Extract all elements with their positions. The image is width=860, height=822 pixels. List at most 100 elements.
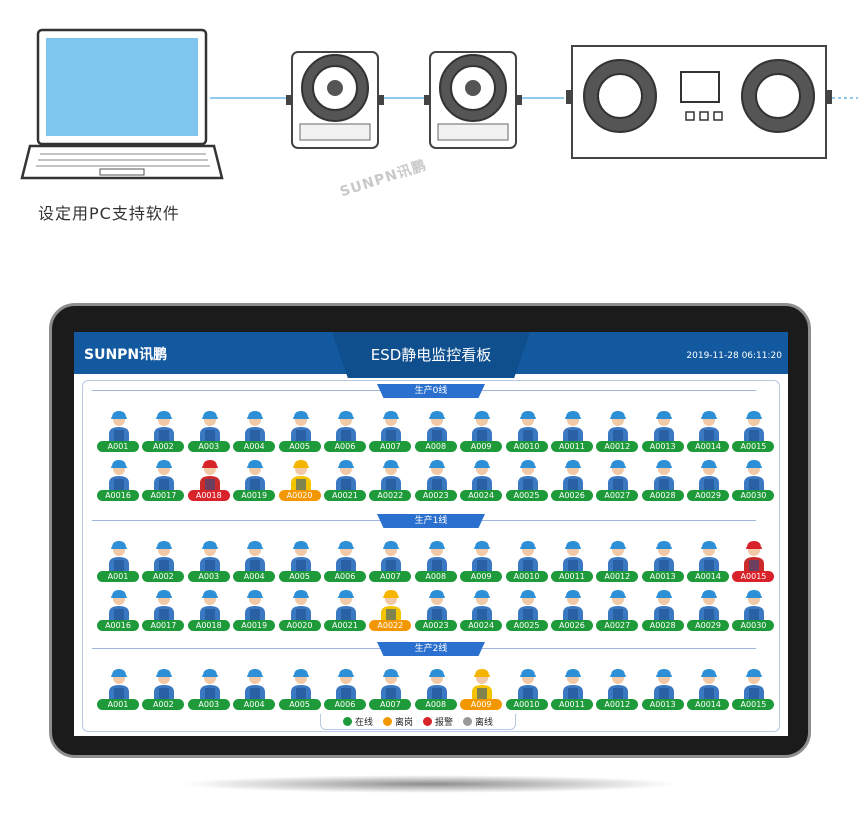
datetime: 2019-11-28 06:11:20 (686, 351, 782, 361)
worker-station[interactable]: A0019 (232, 457, 277, 501)
worker-id-badge: A005 (278, 441, 321, 452)
tablet-device: SUNPN讯鹏 ESD静电监控看板 2019-11-28 06:11:20 生产… (49, 303, 811, 758)
worker-avatar-icon (697, 408, 721, 442)
worker-station[interactable]: A006 (323, 538, 368, 582)
worker-station[interactable]: A0016 (96, 457, 141, 501)
worker-station[interactable]: A0015 (731, 408, 776, 452)
legend: 在线离岗报警离线 (320, 714, 516, 730)
worker-station[interactable]: A005 (278, 666, 323, 710)
worker-station[interactable]: A0028 (641, 457, 686, 501)
worker-id-badge: A0024 (460, 490, 503, 501)
worker-station[interactable]: A006 (323, 408, 368, 452)
worker-id-badge: A005 (278, 699, 321, 710)
worker-station[interactable]: A0027 (595, 457, 640, 501)
worker-id-badge: A0019 (233, 620, 276, 631)
worker-station[interactable]: A006 (323, 666, 368, 710)
worker-station[interactable]: A0012 (595, 666, 640, 710)
worker-station[interactable]: A0027 (595, 587, 640, 631)
worker-station[interactable]: A0021 (323, 457, 368, 501)
worker-station[interactable]: A005 (278, 538, 323, 582)
worker-station[interactable]: A001 (96, 538, 141, 582)
worker-station[interactable]: A0020 (278, 457, 323, 501)
worker-station[interactable]: A0026 (550, 457, 595, 501)
worker-station[interactable]: A0024 (459, 587, 504, 631)
worker-station[interactable]: A0030 (731, 457, 776, 501)
worker-station[interactable]: A002 (141, 538, 186, 582)
worker-station[interactable]: A0015 (731, 538, 776, 582)
worker-station[interactable]: A007 (368, 408, 413, 452)
worker-station[interactable]: A003 (187, 408, 232, 452)
worker-station[interactable]: A005 (278, 408, 323, 452)
worker-station[interactable]: A0014 (686, 538, 731, 582)
worker-station[interactable]: A0016 (96, 587, 141, 631)
worker-station[interactable]: A0020 (278, 587, 323, 631)
worker-avatar-icon (107, 457, 131, 491)
worker-id-badge: A0016 (97, 620, 139, 631)
worker-station[interactable]: A003 (187, 538, 232, 582)
worker-station[interactable]: A0029 (686, 457, 731, 501)
worker-station[interactable]: A0017 (141, 587, 186, 631)
worker-station[interactable]: A0025 (505, 587, 550, 631)
worker-avatar-icon (334, 666, 358, 700)
worker-station[interactable]: A0028 (641, 587, 686, 631)
worker-station[interactable]: A008 (414, 538, 459, 582)
worker-station[interactable]: A0011 (550, 408, 595, 452)
worker-station[interactable]: A002 (141, 666, 186, 710)
worker-station[interactable]: A0017 (141, 457, 186, 501)
worker-avatar-icon (470, 408, 494, 442)
worker-id-badge: A0012 (596, 441, 639, 452)
dashboard-screen: SUNPN讯鹏 ESD静电监控看板 2019-11-28 06:11:20 生产… (74, 332, 788, 736)
worker-id-badge: A007 (369, 699, 412, 710)
worker-station[interactable]: A0013 (641, 538, 686, 582)
worker-avatar-icon (516, 408, 540, 442)
worker-station[interactable]: A004 (232, 408, 277, 452)
worker-station[interactable]: A008 (414, 666, 459, 710)
worker-station[interactable]: A0023 (414, 457, 459, 501)
worker-station[interactable]: A0013 (641, 666, 686, 710)
worker-station[interactable]: A0019 (232, 587, 277, 631)
worker-station[interactable]: A0011 (550, 538, 595, 582)
worker-station[interactable]: A002 (141, 408, 186, 452)
worker-station[interactable]: A0010 (505, 538, 550, 582)
worker-station[interactable]: A004 (232, 666, 277, 710)
worker-station[interactable]: A0012 (595, 538, 640, 582)
worker-id-badge: A0011 (550, 699, 593, 710)
worker-station[interactable]: A008 (414, 408, 459, 452)
worker-id-badge: A0027 (596, 620, 639, 631)
worker-avatar-icon (652, 587, 676, 621)
worker-station[interactable]: A004 (232, 538, 277, 582)
worker-station[interactable]: A0013 (641, 408, 686, 452)
worker-station[interactable]: A001 (96, 666, 141, 710)
worker-station[interactable]: A007 (368, 538, 413, 582)
worker-station[interactable]: A0024 (459, 457, 504, 501)
worker-station[interactable]: A009 (459, 538, 504, 582)
worker-station[interactable]: A0015 (731, 666, 776, 710)
worker-station[interactable]: A0022 (368, 587, 413, 631)
worker-avatar-icon (107, 538, 131, 572)
worker-station[interactable]: A0025 (505, 457, 550, 501)
worker-station[interactable]: A0018 (187, 457, 232, 501)
worker-station[interactable]: A0010 (505, 408, 550, 452)
worker-station[interactable]: A009 (459, 666, 504, 710)
worker-station[interactable]: A0018 (187, 587, 232, 631)
worker-station[interactable]: A0023 (414, 587, 459, 631)
worker-station[interactable]: A0030 (731, 587, 776, 631)
worker-station[interactable]: A0014 (686, 408, 731, 452)
worker-station[interactable]: A0014 (686, 666, 731, 710)
worker-station[interactable]: A009 (459, 408, 504, 452)
worker-station[interactable]: A0021 (323, 587, 368, 631)
worker-station[interactable]: A001 (96, 408, 141, 452)
worker-station[interactable]: A0029 (686, 587, 731, 631)
worker-id-badge: A003 (187, 571, 230, 582)
worker-station[interactable]: A007 (368, 666, 413, 710)
worker-station[interactable]: A0012 (595, 408, 640, 452)
worker-station[interactable]: A0010 (505, 666, 550, 710)
worker-avatar-icon (379, 408, 403, 442)
worker-station[interactable]: A0026 (550, 587, 595, 631)
worker-station[interactable]: A003 (187, 666, 232, 710)
worker-id-badge: A008 (414, 699, 457, 710)
worker-id-badge: A0012 (596, 699, 639, 710)
worker-station[interactable]: A0011 (550, 666, 595, 710)
worker-station[interactable]: A0022 (368, 457, 413, 501)
